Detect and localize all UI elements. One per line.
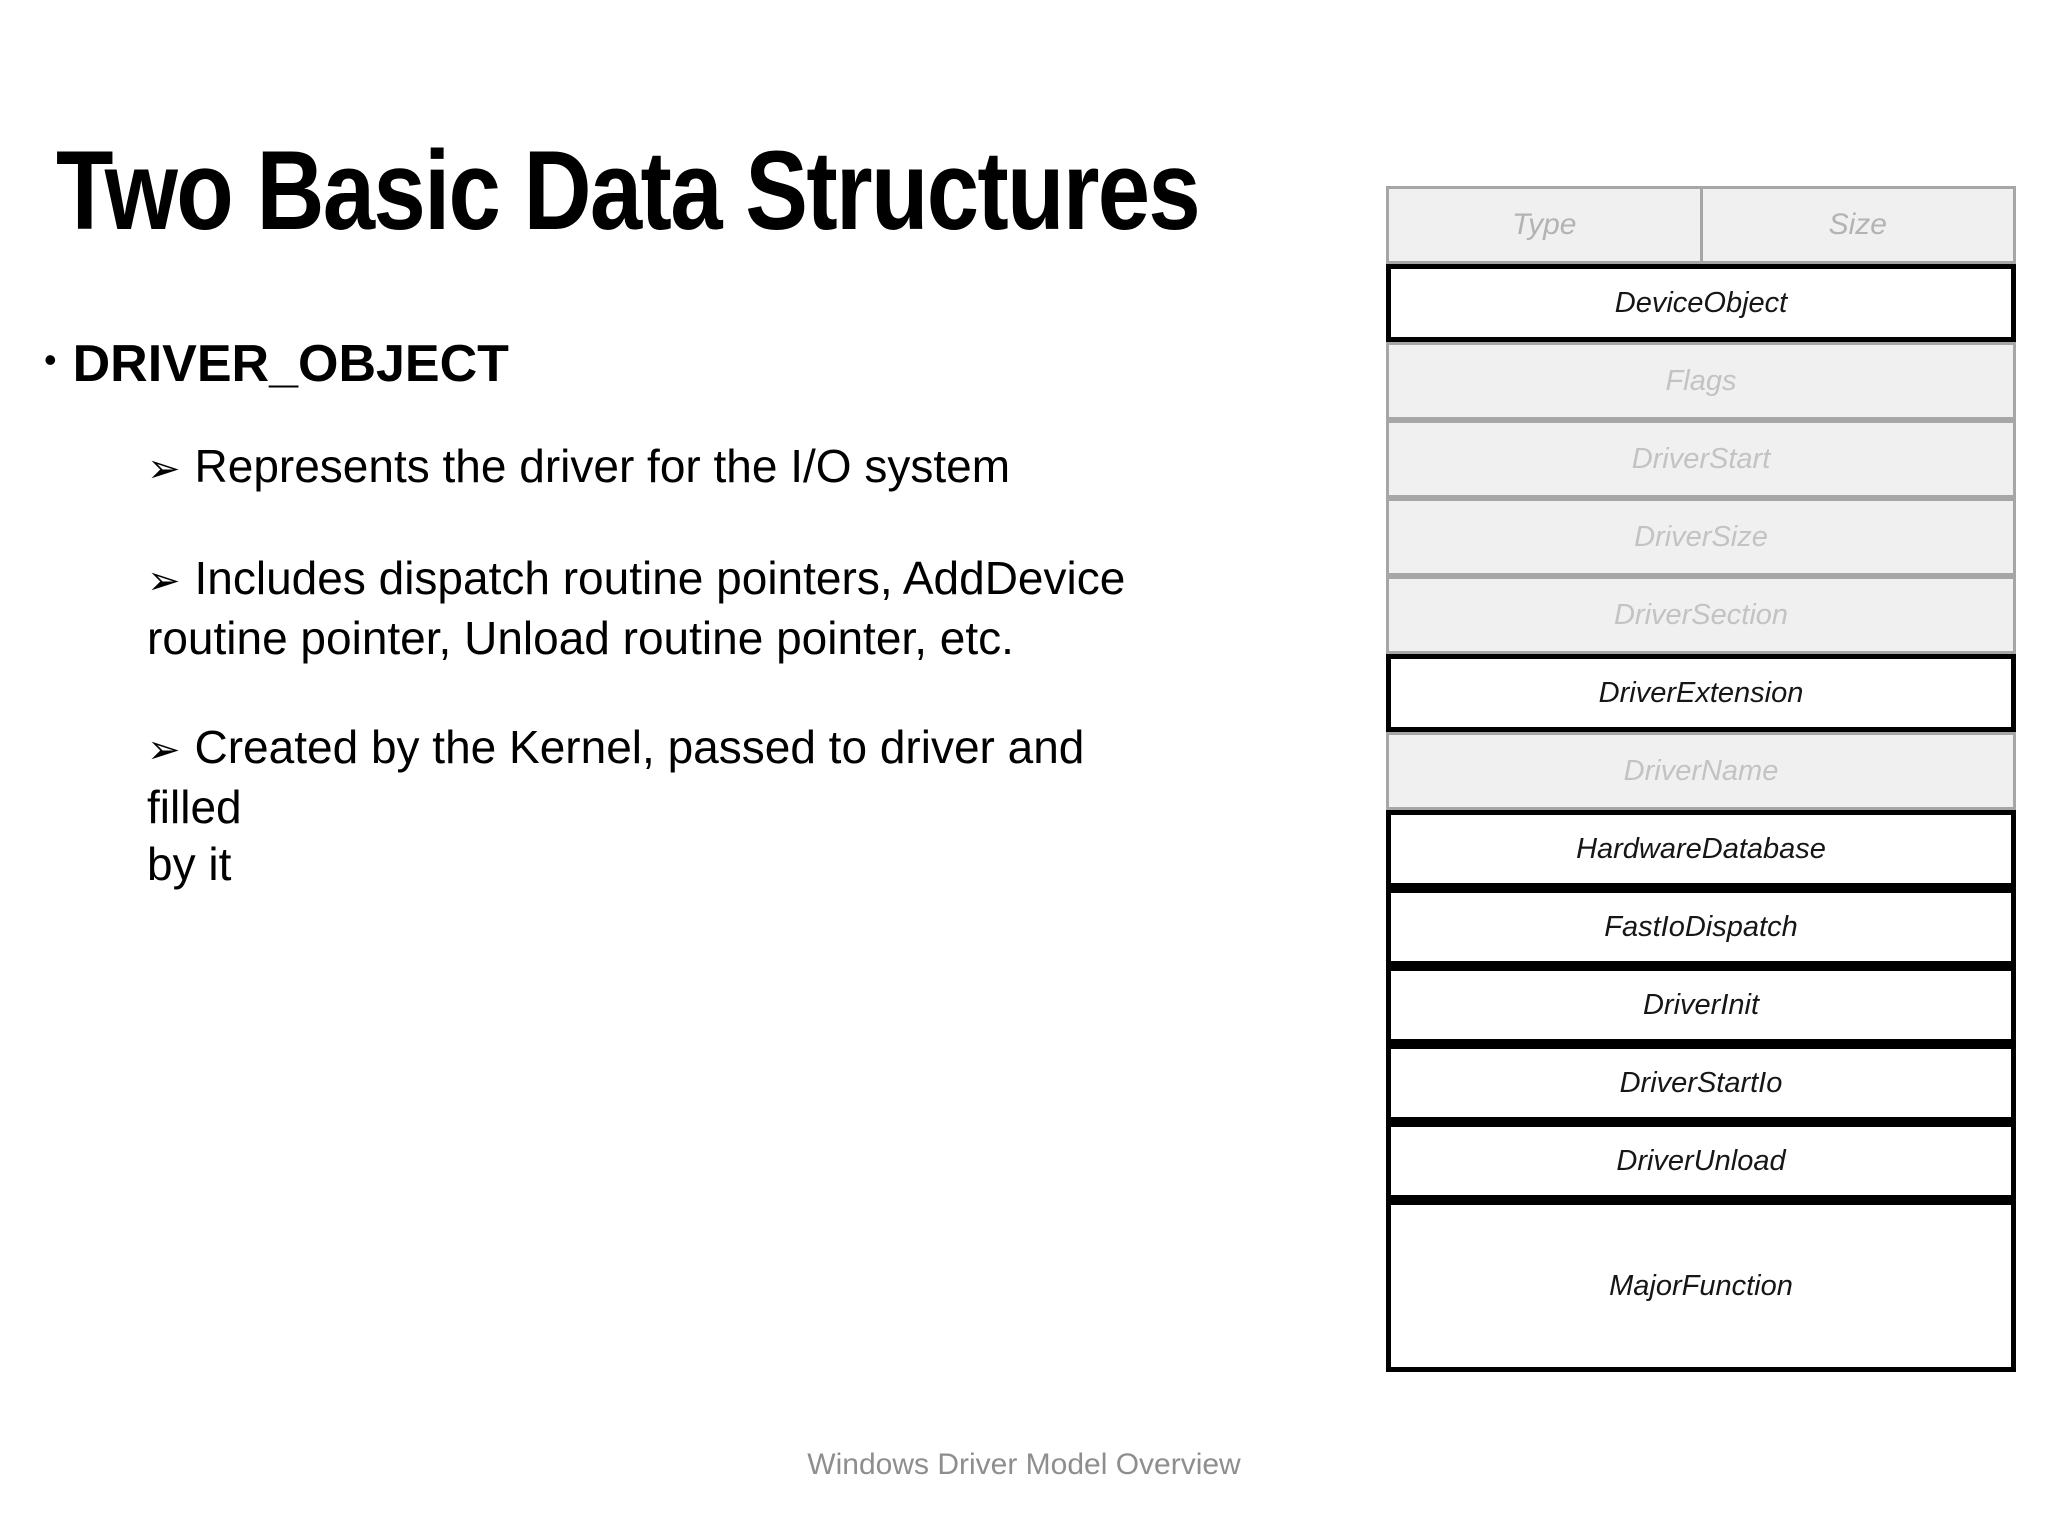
sub-bullet-list: ➢ Represents the driver for the I/O syste… xyxy=(147,438,1127,945)
sub-bullet-line: by it xyxy=(147,836,1127,893)
sub-bullet: ➢ Represents the driver for the I/O syste… xyxy=(147,438,1127,498)
sub-bullet: ➢ Includes dispatch routine pointers, Add… xyxy=(147,550,1127,667)
struct-row-label: HardwareDatabase xyxy=(1576,832,1826,865)
struct-row: DriverName xyxy=(1386,732,2016,810)
slide-footer: Windows Driver Model Overview xyxy=(807,1448,1241,1481)
main-bullet-label: DRIVER_OBJECT xyxy=(72,335,509,393)
struct-header-size: Size xyxy=(1828,208,1887,241)
struct-rows: DeviceObject Flags DriverStart DriverSiz… xyxy=(1386,264,2016,1372)
sub-bullet-text: by it xyxy=(147,838,232,890)
struct-row-label: DriverInit xyxy=(1642,988,1759,1021)
sub-bullet: ➢Created by the Kernel, passed to driver… xyxy=(147,719,1127,893)
arrow-bullet-icon: ➢ xyxy=(147,728,181,772)
struct-row: DriverUnload xyxy=(1386,1122,2016,1200)
sub-bullet-text: Represents the driver for the I/O system xyxy=(194,440,1011,492)
arrow-bullet-icon: ➢ xyxy=(147,559,181,603)
struct-header-row: Type Size xyxy=(1386,186,2016,264)
sub-bullet-line: ➢Created by the Kernel, passed to driver… xyxy=(147,719,1127,836)
struct-row: DeviceObject xyxy=(1386,264,2016,342)
struct-row-label: DriverStartIo xyxy=(1619,1066,1783,1099)
struct-row-label: DriverSize xyxy=(1634,520,1768,553)
driver-object-diagram: Type Size DeviceObject Flags DriverStart… xyxy=(1386,186,2016,1372)
sub-bullet-line: ➢ Includes dispatch routine pointers, Add… xyxy=(147,550,1127,610)
struct-row-label: DriverName xyxy=(1623,754,1779,787)
struct-row-label: FastIoDispatch xyxy=(1604,910,1798,943)
struct-row-label: DriverExtension xyxy=(1598,676,1804,709)
struct-row: Flags xyxy=(1386,342,2016,420)
struct-row-label: DeviceObject xyxy=(1614,286,1788,319)
struct-row-label: DriverSection xyxy=(1613,598,1789,631)
sub-bullet-line: routine pointer, Unload routine pointer,… xyxy=(147,610,1127,667)
struct-row: DriverSize xyxy=(1386,498,2016,576)
sub-bullet-text: routine pointer, Unload routine pointer,… xyxy=(147,612,1014,664)
struct-row: DriverSection xyxy=(1386,576,2016,654)
struct-row-label: MajorFunction xyxy=(1609,1269,1793,1302)
struct-row-label: DriverUnload xyxy=(1616,1144,1786,1177)
struct-row-label: Flags xyxy=(1665,364,1737,397)
struct-header-type: Type xyxy=(1389,189,1703,261)
struct-row-label: DriverStart xyxy=(1631,442,1771,475)
struct-row: MajorFunction xyxy=(1386,1200,2016,1372)
sub-bullet-text: Includes dispatch routine pointers, AddD… xyxy=(194,552,1126,604)
sub-bullet-text: Created by the Kernel, passed to driver … xyxy=(147,721,1085,833)
struct-row: HardwareDatabase xyxy=(1386,810,2016,888)
arrow-bullet-icon: ➢ xyxy=(147,447,181,491)
bullet-dot-icon: • xyxy=(44,339,57,380)
sub-bullet-line: ➢ Represents the driver for the I/O syste… xyxy=(147,438,1127,498)
struct-row: DriverStart xyxy=(1386,420,2016,498)
page-title: Two Basic Data Structures xyxy=(56,128,1201,253)
struct-row: FastIoDispatch xyxy=(1386,888,2016,966)
struct-row: DriverExtension xyxy=(1386,654,2016,732)
struct-row: DriverStartIo xyxy=(1386,1044,2016,1122)
struct-row: DriverInit xyxy=(1386,966,2016,1044)
main-bullet: • DRIVER_OBJECT xyxy=(44,334,509,394)
